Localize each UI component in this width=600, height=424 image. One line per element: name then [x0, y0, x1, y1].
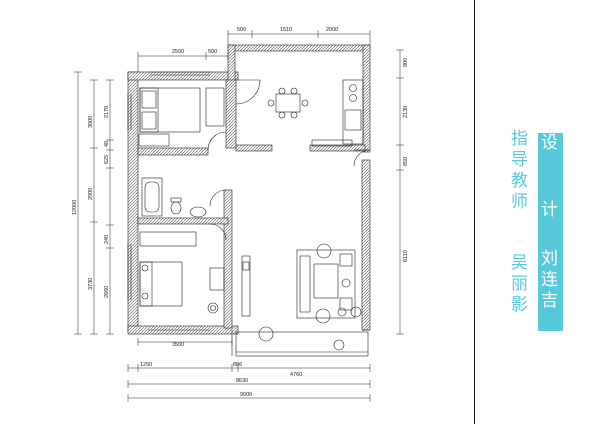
teacher-title: 指 导 教 师 — [511, 129, 528, 212]
dim-left-240: 240 — [104, 235, 110, 244]
dim-bottom-886: 886 — [233, 362, 242, 368]
doors — [207, 79, 371, 241]
dim-bottom-8630: 8630 — [236, 378, 248, 384]
teacher-name: 吴 丽 影 — [511, 253, 528, 315]
walls — [127, 44, 371, 335]
dim-left-40: 40 — [104, 141, 110, 147]
dimension-texts: 500 1510 2000 2500 500 12000 3000 2170 4… — [72, 27, 409, 398]
dim-left-625: 625 — [104, 155, 110, 164]
balcony-lower — [231, 329, 370, 357]
washbasin — [189, 206, 207, 218]
dim-right-850: 850 — [403, 157, 409, 166]
dim-bottom-4760: 4760 — [290, 372, 302, 378]
bathtub — [141, 177, 163, 217]
dim-left-2170: 2170 — [104, 106, 110, 118]
kitchen-counter — [342, 79, 364, 145]
dim-left-3000: 3000 — [88, 116, 94, 128]
dim-top-500: 500 — [237, 27, 246, 33]
windows — [127, 71, 210, 331]
toilet — [170, 201, 182, 215]
furniture — [138, 79, 364, 351]
bed-second — [139, 261, 183, 307]
dim-left-2660: 2660 — [104, 286, 110, 298]
divider-line — [474, 0, 475, 424]
dim-top-2000: 2000 — [326, 27, 338, 33]
dim-right-900: 900 — [403, 58, 409, 67]
dim-left-2900: 2900 — [88, 188, 94, 200]
dimension-lines — [74, 30, 404, 402]
design-bar: 设 计 刘 连 吉 — [538, 133, 563, 331]
dim-right-2130: 2130 — [403, 106, 409, 118]
bed-master — [139, 87, 201, 133]
dim-bottom-1250: 1250 — [140, 362, 152, 368]
floor-plan-drawing: 500 1510 2000 2500 500 12000 3000 2170 4… — [72, 27, 409, 402]
sofa — [296, 249, 356, 319]
dim-top-2500: 2500 — [172, 49, 184, 55]
dim-bottom-9000: 9000 — [240, 392, 252, 398]
dim-top-500b: 500 — [208, 49, 217, 55]
dim-right-6110: 6110 — [403, 250, 409, 262]
dim-left-3730: 3730 — [88, 278, 94, 290]
dim-bottom-3500: 3500 — [172, 342, 184, 348]
dining-table — [275, 93, 301, 113]
plant — [350, 306, 362, 318]
dim-top-1510: 1510 — [280, 27, 292, 33]
dim-left-12000: 12000 — [72, 200, 78, 215]
